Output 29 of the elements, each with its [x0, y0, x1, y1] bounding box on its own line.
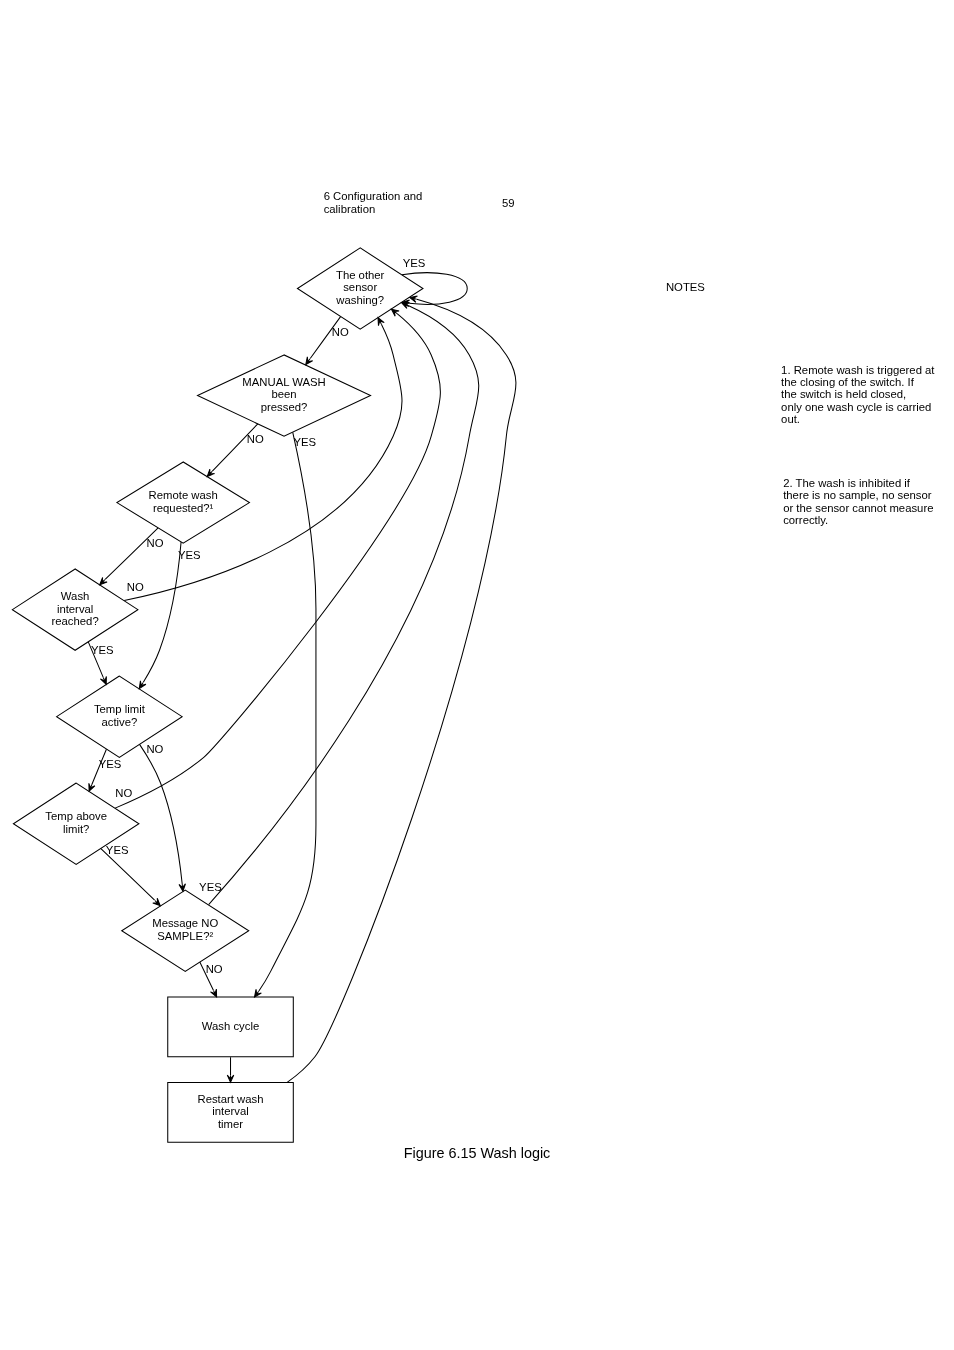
edge-label: NO [146, 742, 164, 755]
arrow [100, 847, 161, 906]
arrow [123, 316, 403, 601]
arrow [206, 422, 259, 477]
arrow [199, 961, 218, 997]
caption: Figure 6.15 Wash logic [403, 1144, 551, 1161]
arrow [114, 308, 441, 809]
arrow [305, 315, 342, 365]
node-box: Wash cycle [167, 996, 294, 1057]
arrow [139, 743, 186, 892]
node-box: Restart wash interval timer [167, 1081, 294, 1143]
edge-label: YES [402, 256, 426, 269]
label: 1. Remote wash is triggered at the closing of the switch. If the switch is held closed, only one wash cycle is carried out. [781, 363, 935, 425]
edge-label: YES [105, 843, 129, 856]
edge-label: NO [205, 962, 223, 975]
edge-label: NO [126, 580, 144, 593]
arrow [254, 431, 317, 998]
arrow [88, 748, 107, 792]
arrow [87, 640, 107, 685]
edge-label: NO [115, 786, 133, 799]
edge-label: YES [90, 643, 114, 656]
label: NOTES [665, 280, 705, 293]
label: 6 Configuration and calibration [323, 189, 423, 215]
arrow [286, 295, 517, 1083]
arrow [226, 1056, 235, 1083]
label: 2. The wash is inhibited if there is no sample, no sensor or the sensor cannot measure correctly. [783, 476, 934, 526]
arrow [99, 526, 159, 585]
label: 59 [502, 196, 515, 209]
arrow [138, 541, 182, 689]
